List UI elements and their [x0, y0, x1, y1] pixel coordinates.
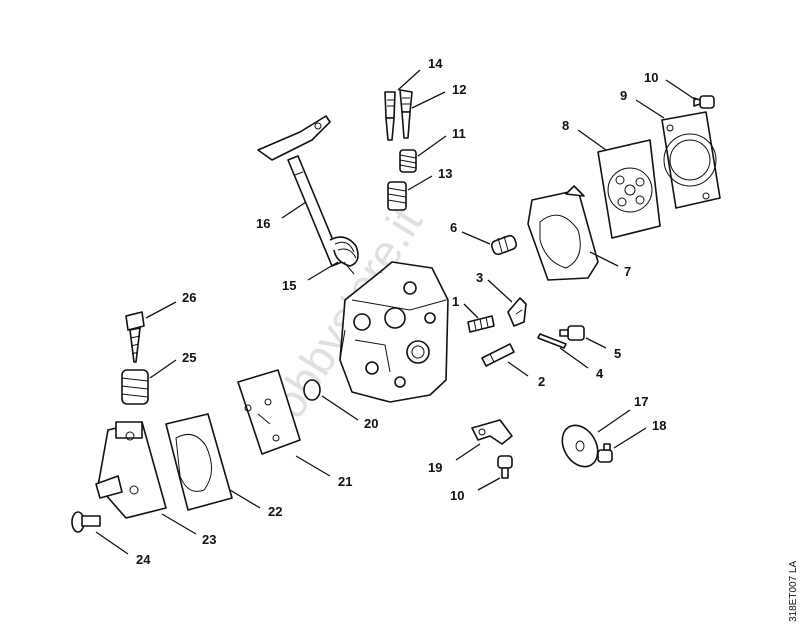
needle-screw-14	[384, 91, 396, 141]
label-5: 5	[614, 346, 621, 361]
label-17: 17	[634, 394, 648, 409]
diaphragm-22	[165, 413, 233, 511]
pin-4	[537, 333, 567, 349]
label-3: 3	[476, 270, 483, 285]
part-labels: 14 12 11 13 16 15 6 3 1 7 8 9 10 2 4 5 1…	[136, 56, 666, 567]
label-25: 25	[182, 350, 196, 365]
disk-17	[561, 424, 599, 468]
label-19: 19	[428, 460, 442, 475]
carburetor-body	[339, 261, 449, 403]
label-11: 11	[452, 126, 466, 141]
plug-6	[490, 234, 518, 256]
label-8: 8	[562, 118, 569, 133]
gasket-7	[527, 185, 599, 281]
inlet-lever-3	[507, 297, 527, 327]
label-24: 24	[136, 552, 151, 567]
screw-10-bottom	[497, 455, 513, 479]
bracket-19	[471, 419, 513, 445]
screw-24	[71, 511, 101, 533]
label-14: 14	[428, 56, 443, 71]
spring-1	[467, 315, 495, 333]
drawing-code: 318ET007 LA	[788, 561, 799, 622]
screw-18	[597, 443, 613, 463]
filter-20	[303, 379, 321, 401]
spring-13	[387, 181, 407, 211]
spring-11	[399, 149, 417, 173]
label-18: 18	[652, 418, 666, 433]
label-10-top: 10	[644, 70, 658, 85]
gasket-21	[237, 369, 301, 455]
label-15: 15	[282, 278, 296, 293]
screw-10-top	[693, 95, 715, 109]
inlet-needle-2	[481, 343, 515, 367]
leader-lines	[95, 69, 697, 555]
label-10-bottom: 10	[450, 488, 464, 503]
label-7: 7	[624, 264, 631, 279]
label-26: 26	[182, 290, 196, 305]
label-1: 1	[452, 294, 459, 309]
screw-5	[559, 325, 585, 341]
pump-cover-23	[95, 421, 167, 519]
cover-9	[661, 111, 721, 209]
spring-25	[121, 369, 149, 405]
label-16: 16	[256, 216, 270, 231]
diaphragm-8	[597, 139, 661, 239]
label-21: 21	[338, 474, 352, 489]
needle-screw-12	[399, 89, 413, 139]
idle-screw-26	[125, 311, 145, 363]
throttle-shaft-16	[257, 115, 343, 267]
label-2: 2	[538, 374, 545, 389]
label-9: 9	[620, 88, 627, 103]
spring-15	[329, 236, 359, 275]
label-20: 20	[364, 416, 378, 431]
label-23: 23	[202, 532, 216, 547]
label-6: 6	[450, 220, 457, 235]
label-22: 22	[268, 504, 282, 519]
label-12: 12	[452, 82, 466, 97]
label-13: 13	[438, 166, 452, 181]
label-4: 4	[596, 366, 604, 381]
